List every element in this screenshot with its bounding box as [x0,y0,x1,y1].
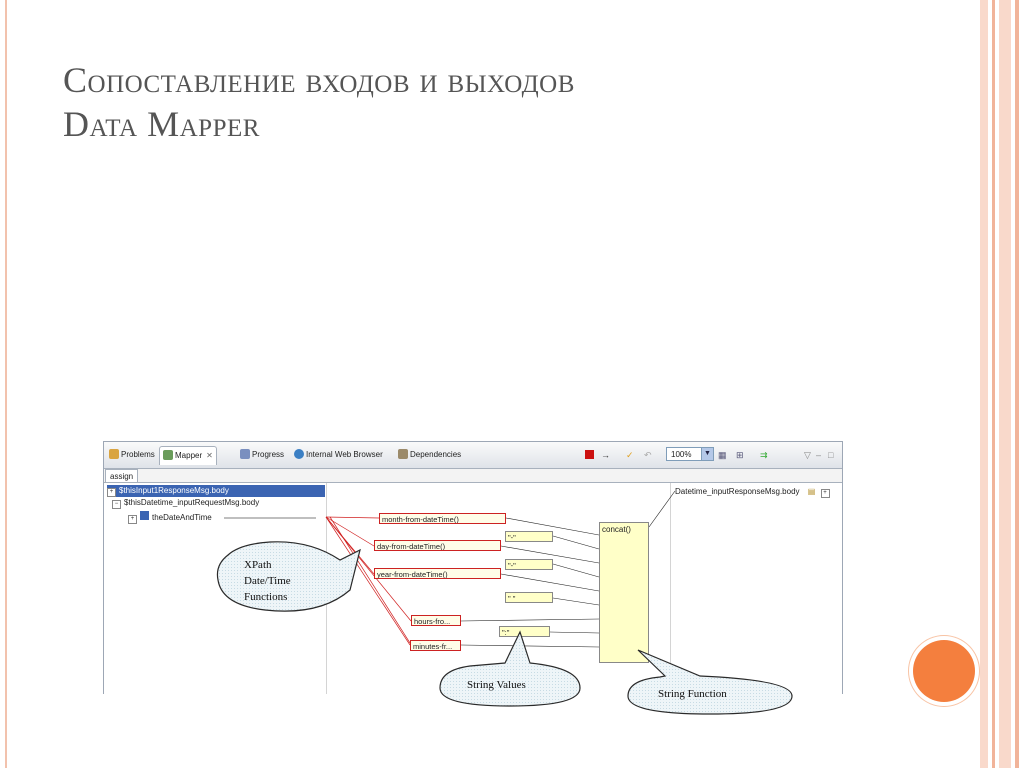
wire-day [325,516,375,547]
collapse-icon[interactable]: − [112,500,121,509]
chevron-down-icon[interactable]: ▼ [701,447,714,461]
function-day-from-datetime[interactable]: day-from-dateTime() [374,540,501,551]
mapper-canvas[interactable]: +$thisInput1ResponseMsg.body −$thisDatet… [104,482,842,694]
tab-mapper[interactable]: Mapper✕ [159,446,217,465]
tab-progress[interactable]: Progress [237,446,287,464]
minimize-icon[interactable]: – [816,450,822,460]
tree-row-input-response[interactable]: +$thisInput1ResponseMsg.body [107,485,325,497]
wire-c6 [552,597,600,606]
close-icon[interactable]: ✕ [206,451,213,460]
expand-icon[interactable]: + [820,489,830,498]
target-datetime-response[interactable]: Datetime_inputResponseMsg.body ▤ + [675,487,833,498]
data-mapper-screenshot: Problems Mapper✕ Progress Internal Web B… [103,441,843,694]
wire-c5 [500,573,600,592]
slide-right-stripes [980,0,1024,768]
tab-dependencies[interactable]: Dependencies [395,446,464,464]
mapping-wires [224,490,676,648]
wire-c2 [552,535,600,550]
tree-row-datetime-request[interactable]: −$thisDatetime_inputRequestMsg.body [112,497,259,509]
maximize-icon[interactable]: □ [828,450,834,460]
callout-string-function-text: String Function [658,688,727,700]
progress-icon [240,449,250,459]
orange-circle-decoration [913,640,975,702]
wire-c8 [549,631,600,634]
tab-internal-web-browser[interactable]: Internal Web Browser [291,446,386,464]
string-value-space[interactable]: " " [505,592,553,603]
view-menu-icon[interactable]: ▽ [804,450,811,460]
tab-problems-label: Problems [121,450,155,459]
arrow-right-icon[interactable]: → [601,450,610,460]
wire-c7 [460,618,600,622]
callout-xpath-line2: Date/Time [244,575,291,587]
tab-assign[interactable]: assign [105,469,139,483]
tab-browser-label: Internal Web Browser [306,450,383,459]
string-value-dash-2[interactable]: "-" [505,559,553,570]
wire-extra [329,516,411,644]
mapper-icon [163,450,173,460]
concat-label: concat() [602,525,631,534]
slide-left-border [5,0,7,768]
stop-icon[interactable] [585,450,594,459]
function-concat[interactable]: concat() [599,522,649,663]
grid-icon[interactable]: ▦ [718,450,727,460]
wire-month [325,516,380,519]
callout-string-values-text: String Values [467,679,526,691]
function-minutes-from-datetime[interactable]: minutes-fr... [410,640,461,651]
string-value-colon[interactable]: ":" [499,626,550,637]
wire-out [648,490,676,528]
function-to-concat-wires [460,490,676,648]
tab-dependencies-label: Dependencies [410,450,462,459]
tree-row1-label: $thisInput1ResponseMsg.body [119,486,229,495]
wire-hours [325,516,412,622]
callout-xpath-text: XPath Date/Time Functions [244,557,291,605]
connect-icon[interactable]: ⇉ [760,450,768,460]
target-pane [670,483,843,694]
wire-c1 [505,517,600,536]
target-label: Datetime_inputResponseMsg.body [675,487,800,496]
problems-icon [109,449,119,459]
element-icon [140,511,149,520]
wire-c9 [460,644,600,648]
function-hours-from-datetime[interactable]: hours-fro... [411,615,461,626]
globe-icon [294,449,304,459]
expand-icon[interactable]: + [107,488,116,497]
wire-c3 [500,545,600,564]
layout-icon[interactable]: ⊞ [736,450,744,460]
source-to-function-wires [325,516,412,646]
slide-title: Сопоставление входов и выходов Data Mapp… [63,58,575,146]
tree-row2-label: $thisDatetime_inputRequestMsg.body [124,498,260,507]
callout-xpath-line1: XPath [244,559,272,571]
tab-mapper-label: Mapper [175,451,203,460]
view-tab-bar: Problems Mapper✕ Progress Internal Web B… [104,442,842,469]
undo-icon[interactable]: ↶ [644,450,652,460]
function-year-from-datetime[interactable]: year-from-dateTime() [374,568,501,579]
slide-title-line2: Data Mapper [63,104,260,144]
wire-minutes [325,516,411,646]
wire-c4 [552,563,600,578]
document-icon: ▤ [807,487,816,496]
tree-row3-label: theDateAndTime [152,513,212,522]
expand-icon[interactable]: + [128,515,137,524]
slide-title-line1: Сопоставление входов и выходов [63,60,575,100]
tab-progress-label: Progress [252,450,285,459]
callout-xpath-line3: Functions [244,591,288,603]
function-month-from-datetime[interactable]: month-from-dateTime() [379,513,506,524]
string-value-dash-1[interactable]: "-" [505,531,553,542]
checkmark-icon[interactable]: ✓ [626,450,634,460]
tab-problems[interactable]: Problems [106,446,158,464]
dependencies-icon [398,449,408,459]
tree-row-date-and-time[interactable]: + theDateAndTime [128,511,212,524]
